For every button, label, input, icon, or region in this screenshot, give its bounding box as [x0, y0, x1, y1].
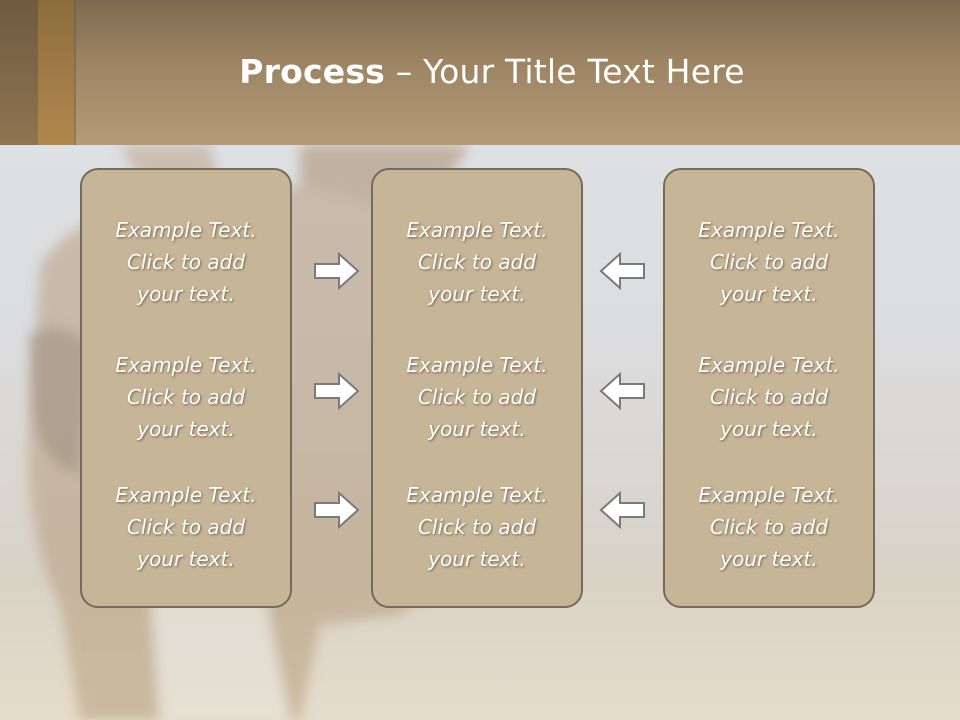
process-box-center[interactable]: Example Text. Click to add your text. Ex… [371, 168, 583, 608]
text-block[interactable]: Example Text. Click to add your text. [82, 349, 290, 445]
text-line: your text. [720, 417, 818, 441]
text-line: Example Text. [406, 483, 548, 507]
text-line: your text. [137, 282, 235, 306]
text-block[interactable]: Example Text. Click to add your text. [665, 349, 873, 445]
header-stripe [0, 0, 38, 145]
text-line: Example Text. [698, 218, 840, 242]
header-stripe [38, 0, 74, 145]
text-line: Click to add [126, 250, 246, 274]
text-block[interactable]: Example Text. Click to add your text. [665, 214, 873, 310]
slide-title[interactable]: Process – Your Title Text Here [0, 52, 960, 91]
text-line: your text. [720, 282, 818, 306]
title-bold: Process [239, 52, 386, 91]
header-stripe [74, 0, 76, 145]
text-line: your text. [428, 547, 526, 571]
arrow-right-icon [314, 371, 360, 411]
text-line: Example Text. [115, 353, 257, 377]
text-line: Click to add [126, 515, 246, 539]
text-block[interactable]: Example Text. Click to add your text. [373, 214, 581, 310]
arrow-right-icon [314, 251, 360, 291]
process-box-right[interactable]: Example Text. Click to add your text. Ex… [663, 168, 875, 608]
text-line: Click to add [709, 385, 829, 409]
text-line: your text. [137, 547, 235, 571]
text-line: your text. [428, 282, 526, 306]
text-line: your text. [720, 547, 818, 571]
text-line: Example Text. [698, 353, 840, 377]
text-line: your text. [137, 417, 235, 441]
arrow-right-icon [314, 490, 360, 530]
text-line: Example Text. [406, 353, 548, 377]
arrow-left-icon [599, 251, 645, 291]
text-line: Example Text. [406, 218, 548, 242]
text-block[interactable]: Example Text. Click to add your text. [373, 349, 581, 445]
arrow-left-icon [599, 371, 645, 411]
text-line: Click to add [709, 515, 829, 539]
text-block[interactable]: Example Text. Click to add your text. [665, 479, 873, 575]
title-rest: – Your Title Text Here [385, 52, 745, 91]
text-line: Click to add [126, 385, 246, 409]
text-block[interactable]: Example Text. Click to add your text. [82, 479, 290, 575]
text-line: Click to add [417, 250, 537, 274]
text-line: Click to add [709, 250, 829, 274]
text-block[interactable]: Example Text. Click to add your text. [373, 479, 581, 575]
text-line: your text. [428, 417, 526, 441]
text-block[interactable]: Example Text. Click to add your text. [82, 214, 290, 310]
arrow-left-icon [599, 490, 645, 530]
text-line: Example Text. [698, 483, 840, 507]
text-line: Click to add [417, 515, 537, 539]
text-line: Example Text. [115, 218, 257, 242]
text-line: Click to add [417, 385, 537, 409]
header-bar [0, 0, 960, 145]
process-box-left[interactable]: Example Text. Click to add your text. Ex… [80, 168, 292, 608]
text-line: Example Text. [115, 483, 257, 507]
